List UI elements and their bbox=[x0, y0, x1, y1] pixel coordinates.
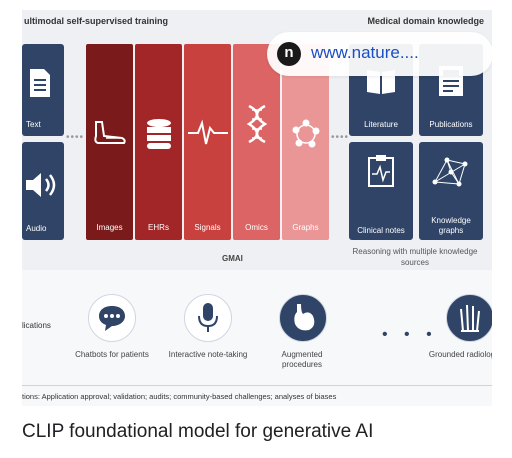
chat-bubble-icon bbox=[99, 306, 125, 331]
speaker-icon bbox=[26, 173, 56, 197]
card-audio-label: Audio bbox=[26, 224, 47, 233]
app-radiology-label: Grounded radiology bbox=[428, 350, 492, 359]
document-icon bbox=[30, 69, 50, 97]
microphone-icon bbox=[198, 303, 218, 332]
app-procedures-circle bbox=[279, 294, 327, 342]
source-url-link[interactable]: www.nature.... bbox=[311, 43, 419, 62]
card-knowledge-graphs: Knowledge graphs bbox=[419, 142, 483, 240]
card-clinical-notes: Clinical notes bbox=[349, 142, 413, 240]
card-literature-label: Literature bbox=[364, 120, 398, 129]
app-chatbots-label: Chatbots for patients bbox=[75, 350, 149, 359]
hand-xray-icon bbox=[460, 304, 480, 332]
applications-label: lications bbox=[22, 321, 51, 330]
stomach-icon bbox=[294, 304, 315, 331]
app-note-taking-label: Interactive note-taking bbox=[168, 350, 248, 359]
reasoning-caption: Reasoning with multiple knowledge source… bbox=[352, 247, 478, 267]
figure-header-left: ultimodal self-supervised training bbox=[24, 16, 169, 26]
app-procedures-label: Augmented procedures bbox=[281, 350, 323, 369]
more-apps-ellipsis: • • • bbox=[382, 326, 438, 343]
stack-graphs: Graphs bbox=[282, 44, 329, 240]
stack-omics: Omics bbox=[233, 44, 280, 240]
stack-signals-label: Signals bbox=[194, 223, 221, 232]
card-knowledge-graphs-label: Knowledge graphs bbox=[431, 216, 471, 235]
figure-footer-text: tions: Application approval; validation;… bbox=[22, 392, 337, 401]
stack-ehrs-label: EHRs bbox=[148, 223, 169, 232]
stack-images-label: Images bbox=[96, 223, 123, 232]
source-badge[interactable]: n www.nature.... bbox=[267, 32, 492, 76]
network-icon bbox=[432, 157, 468, 187]
stack-graphs-label: Graphs bbox=[292, 223, 319, 232]
app-note-taking-circle bbox=[184, 294, 232, 342]
database-icon bbox=[146, 119, 171, 149]
connector-dots-left: •••• bbox=[66, 132, 85, 143]
result-title-link[interactable]: CLIP foundational model for generative A… bbox=[22, 421, 374, 442]
connector-dots-right: •••• bbox=[331, 132, 350, 143]
app-chatbots-circle bbox=[88, 294, 136, 342]
figure-header-right: Medical domain knowledge bbox=[367, 16, 484, 26]
card-text: Text bbox=[22, 44, 64, 136]
clipboard-icon bbox=[368, 155, 394, 187]
gmai-label: GMAI bbox=[222, 254, 243, 263]
graph-nodes-icon bbox=[292, 119, 319, 148]
card-audio: Audio bbox=[22, 142, 64, 240]
foot-xray-icon bbox=[93, 121, 126, 144]
waveform-icon bbox=[187, 119, 228, 145]
book-icon bbox=[367, 70, 395, 94]
stack-omics-label: Omics bbox=[245, 223, 268, 232]
dna-icon bbox=[246, 104, 267, 144]
stack-images: Images bbox=[86, 44, 133, 240]
card-text-label: Text bbox=[26, 120, 41, 129]
result-thumbnail[interactable]: ultimodal self-supervised training Medic… bbox=[22, 10, 492, 406]
card-publications-label: Publications bbox=[429, 120, 473, 129]
app-radiology-circle bbox=[446, 294, 492, 342]
figure-footer-divider bbox=[22, 385, 492, 386]
stack-signals: Signals bbox=[184, 44, 231, 240]
stack-ehrs: EHRs bbox=[135, 44, 182, 240]
card-clinical-notes-label: Clinical notes bbox=[357, 226, 405, 235]
nature-logo-icon: n bbox=[277, 42, 301, 66]
